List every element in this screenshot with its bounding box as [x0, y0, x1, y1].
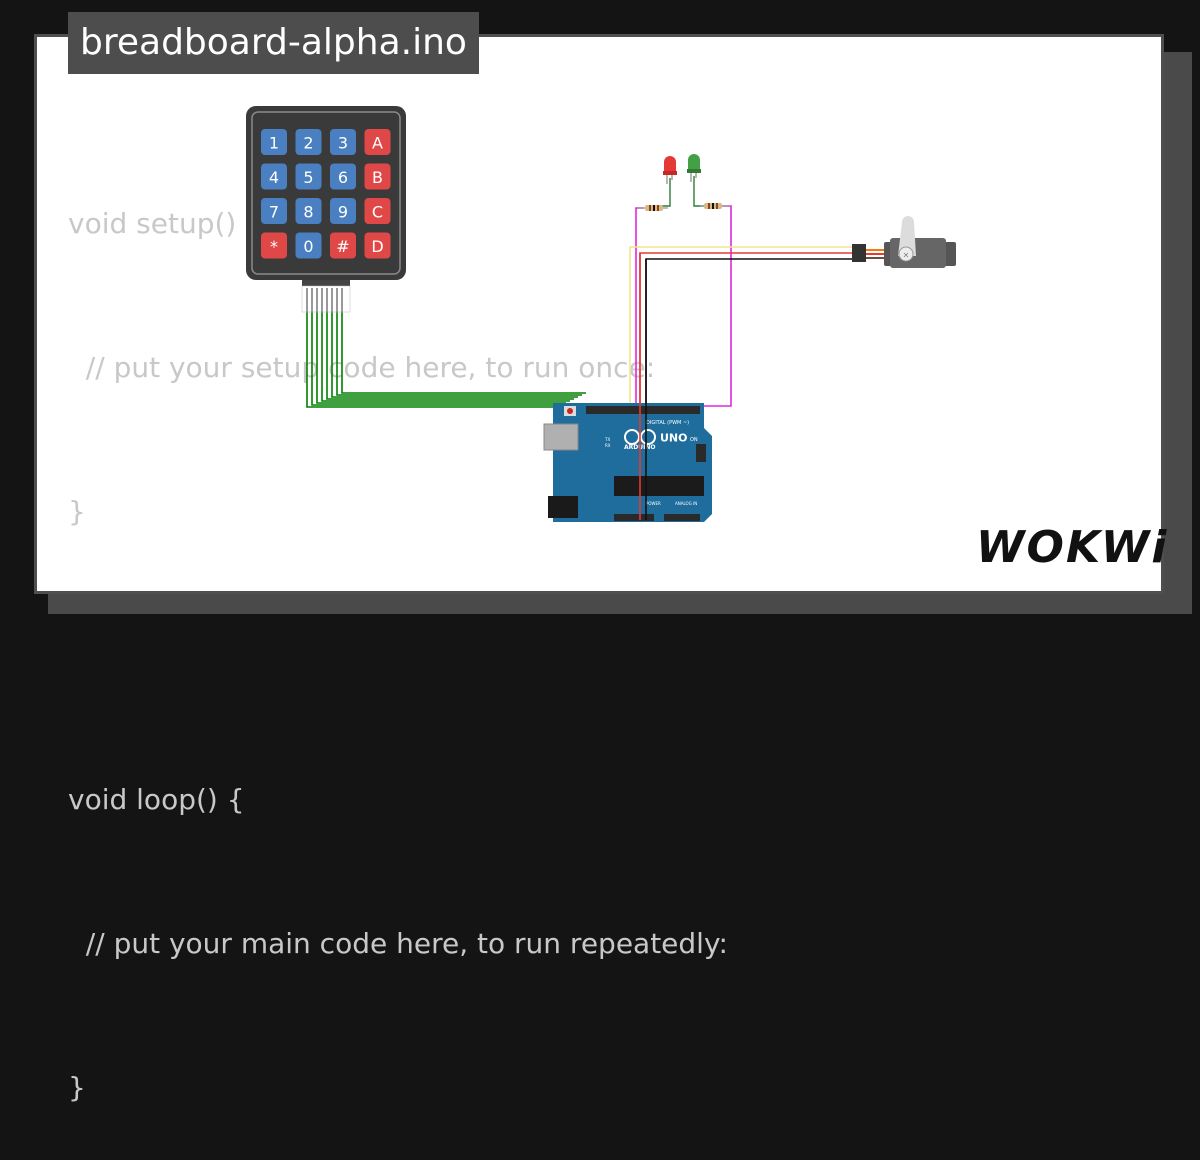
resistor-green-led[interactable] [700, 203, 730, 209]
keypad-key-label: * [270, 237, 278, 256]
keypad-key-face [295, 163, 322, 190]
atmega-chip [614, 476, 704, 496]
keypad-key-a[interactable]: A [364, 129, 391, 155]
keypad-key-face [295, 129, 322, 155]
keypad-key-face [295, 232, 322, 259]
keypad-key-0[interactable]: 0 [295, 232, 322, 259]
icsp-header [696, 444, 706, 462]
keypad-key-face [364, 232, 391, 259]
keypad-key-1[interactable]: 1 [261, 129, 287, 155]
code-line [68, 632, 828, 680]
rx-label: RX [605, 443, 611, 448]
keypad-key-face [330, 232, 356, 259]
keypad-key-label: 9 [338, 203, 348, 222]
servo-signal-wire [629, 246, 852, 410]
keypad-key-star[interactable]: * [261, 232, 287, 259]
keypad-key-label: 2 [303, 134, 313, 153]
analog-header [664, 514, 700, 521]
power-jack [548, 496, 578, 518]
keypad-wires [306, 310, 586, 408]
board-overlay-wires [639, 253, 647, 520]
on-label: ON [690, 437, 698, 443]
usb-port [543, 423, 579, 451]
keypad-key-7[interactable]: 7 [261, 198, 287, 224]
code-line: void loop() { [68, 783, 245, 816]
membrane-keypad[interactable]: 1 2 3 A 4 5 6 B 7 8 9 C * 0 # D [246, 106, 406, 313]
resistor-red-led[interactable] [638, 205, 668, 211]
svg-text:×: × [903, 251, 910, 260]
code-line: } [68, 495, 86, 528]
wokwi-logo: WOKWi [976, 522, 1169, 573]
arduino-model: UNO [660, 432, 688, 445]
power-header [614, 514, 654, 521]
keypad-key-label: A [372, 134, 383, 153]
keypad-key-face [261, 163, 287, 190]
keypad-key-face [261, 129, 287, 155]
keypad-key-face [364, 198, 391, 224]
keypad-key-9[interactable]: 9 [330, 198, 356, 224]
code-line: } [68, 1071, 86, 1104]
keypad-key-b[interactable]: B [364, 163, 391, 190]
keypad-connector [301, 285, 351, 313]
keypad-key-5[interactable]: 5 [295, 163, 322, 190]
red-led[interactable] [663, 156, 677, 184]
keypad-key-label: 4 [269, 168, 279, 187]
keypad-key-face [364, 129, 391, 155]
keypad-key-label: C [372, 203, 383, 222]
keypad-key-label: 3 [338, 134, 348, 153]
code-line: // put your main code here, to run repea… [68, 927, 728, 960]
led-wires [635, 205, 732, 407]
circuit-diagram: 1 2 3 A 4 5 6 B 7 8 9 C * 0 # D [246, 106, 956, 522]
power-label: POWER [646, 501, 661, 506]
keypad-key-label: 6 [338, 168, 348, 187]
keypad-key-c[interactable]: C [364, 198, 391, 224]
keypad-key-label: 8 [303, 203, 313, 222]
keypad-key-hash[interactable]: # [330, 232, 356, 259]
keypad-key-label: D [371, 237, 383, 256]
keypad-key-d[interactable]: D [364, 232, 391, 259]
led-leg-wires [662, 176, 704, 207]
tx-label: TX [604, 437, 610, 442]
digital-header [586, 406, 700, 414]
keypad-key-3[interactable]: 3 [330, 129, 356, 155]
digital-label: DIGITAL (PWM ~) [646, 420, 689, 426]
keypad-key-label: 1 [269, 134, 279, 153]
keypad-key-8[interactable]: 8 [295, 198, 322, 224]
keypad-key-face [295, 198, 322, 224]
keypad-key-4[interactable]: 4 [261, 163, 287, 190]
keypad-key-face [330, 129, 356, 155]
keypad-key-2[interactable]: 2 [295, 129, 322, 155]
arduino-uno-board[interactable]: UNO ARDUINO DIGITAL (PWM ~) ON TX RX POW… [543, 403, 712, 522]
keypad-key-face [330, 198, 356, 224]
servo-motor[interactable]: × [852, 216, 956, 268]
analog-label: ANALOG IN [675, 501, 697, 506]
keypad-key-label: 0 [303, 237, 313, 256]
keypad-key-6[interactable]: 6 [330, 163, 356, 190]
keypad-key-label: B [372, 168, 383, 187]
keypad-key-face [261, 232, 287, 259]
keypad-key-label: # [336, 237, 349, 256]
keypad-key-label: 5 [303, 168, 313, 187]
servo-connector [852, 244, 866, 262]
green-led[interactable] [687, 154, 701, 182]
servo-horn [898, 216, 916, 256]
arduino-logo-left [624, 429, 640, 445]
keypad-key-face [261, 198, 287, 224]
arduino-logo-right [640, 429, 656, 445]
page-title: breadboard-alpha.ino [68, 12, 479, 74]
keypad-key-face [364, 163, 391, 190]
code-line: // put your setup code here, to run once… [68, 351, 656, 384]
keypad-key-face [330, 163, 356, 190]
keypad-key-label: 7 [269, 203, 279, 222]
